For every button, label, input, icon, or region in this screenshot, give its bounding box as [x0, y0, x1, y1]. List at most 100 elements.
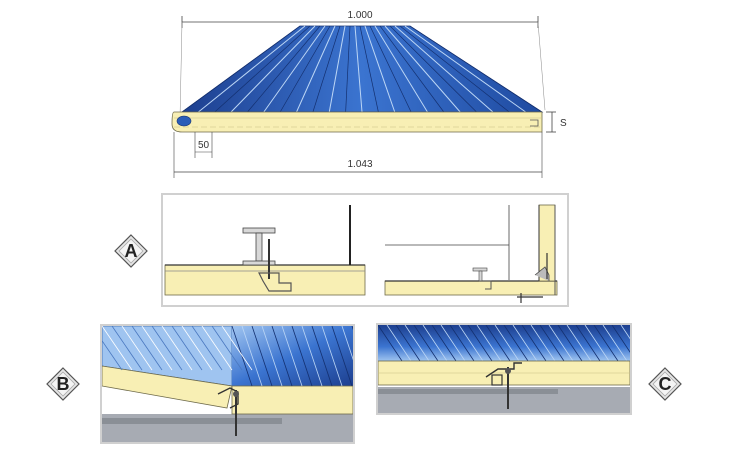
rib-line [241, 326, 263, 387]
rib-line [476, 325, 502, 362]
rib-line [279, 25, 331, 113]
thickness-label: S [560, 118, 567, 129]
rib-spacing-label: 50 [198, 140, 210, 151]
rib-line [296, 25, 336, 113]
panel-core [171, 111, 543, 133]
rib-line [521, 325, 547, 362]
rib-line [378, 325, 403, 362]
rib-line [399, 25, 510, 113]
detail-badge-b: B [46, 367, 80, 401]
rib-line [312, 25, 341, 113]
rib-line [369, 25, 412, 113]
detail-b-frame [100, 324, 355, 444]
rib-spacing-dimension: 50 [194, 132, 213, 158]
rib-line [328, 25, 346, 113]
rib-line [566, 325, 592, 362]
rib-line [221, 326, 253, 371]
rib-line [345, 25, 351, 113]
detail-c-ribs [378, 325, 630, 362]
rib-line [467, 325, 493, 362]
rib-line [449, 325, 475, 362]
rib-line [191, 326, 223, 371]
rib-line [341, 326, 353, 361]
badge-a-letter: A [125, 241, 138, 261]
rib-line [271, 326, 293, 387]
rib-line [251, 326, 273, 387]
rib-line [311, 326, 333, 387]
corrugated-sheet [180, 25, 544, 113]
rib-line [364, 25, 396, 113]
rib-line [384, 25, 461, 113]
rib-line [386, 325, 412, 362]
rib-line [201, 326, 233, 371]
rib-line [575, 325, 601, 362]
rib-line [141, 326, 173, 371]
rib-line [131, 326, 163, 371]
rib-line [602, 325, 628, 362]
rib-line [301, 326, 323, 387]
top-width-label: 1.000 [347, 10, 372, 21]
detail-badge-a: A [114, 234, 148, 268]
rib-line [394, 25, 494, 113]
rib-line [395, 325, 421, 362]
rib-line [389, 25, 477, 113]
detail-b-drawing [102, 326, 353, 442]
panel-overview-diagram: 1.000 S 50 1.043 [171, 10, 567, 178]
rib-line [331, 326, 353, 387]
rib-line [111, 326, 143, 371]
detail-c-drawing [378, 325, 630, 413]
rib-line [404, 25, 526, 113]
rib-line [102, 339, 123, 371]
rib-line [584, 325, 610, 362]
rib-line [512, 325, 538, 362]
detail-a-drawing [164, 204, 558, 303]
rib-line [494, 325, 520, 362]
rib-line [359, 25, 379, 113]
rib-line [409, 25, 543, 113]
rib-line [539, 325, 565, 362]
rib-line [171, 326, 203, 371]
rib-line [230, 25, 316, 113]
badge-b-letter: B [57, 374, 70, 394]
rib-line [440, 325, 466, 362]
rib-line [161, 326, 193, 371]
rib-line [214, 25, 311, 113]
rib-line [281, 326, 303, 387]
rib-line [102, 326, 133, 371]
rib-line [458, 325, 484, 362]
rib-line [354, 25, 363, 113]
thickness-dimension: S [546, 111, 567, 133]
rib-line [181, 326, 213, 371]
detail-a-frame [161, 193, 569, 307]
rib-line [379, 25, 445, 113]
rib-line [198, 25, 306, 113]
bottom-width-dimension: 1.043 [173, 132, 543, 178]
rib-line [413, 325, 439, 362]
rib-line [321, 326, 343, 387]
rib-line [121, 326, 153, 371]
detail-badge-c: C [648, 367, 682, 401]
badge-c-letter: C [659, 374, 672, 394]
rib-line [247, 25, 321, 113]
rib-line [485, 325, 511, 362]
rib-line [422, 325, 448, 362]
rib-line [374, 25, 428, 113]
rib-line [611, 325, 630, 353]
rib-line [431, 325, 457, 362]
rib-line [620, 325, 630, 340]
rib-line [503, 325, 529, 362]
rib-line [261, 326, 283, 387]
i-beam [242, 227, 276, 266]
rib-line [211, 326, 243, 371]
rib-line [548, 325, 574, 362]
top-width-dimension: 1.000 [179, 10, 546, 119]
detail-c-frame [376, 323, 632, 415]
rib-line [181, 25, 301, 113]
rib-line [263, 25, 326, 113]
rib-line [593, 325, 619, 362]
rib-line [291, 326, 313, 387]
sheet-ribs [181, 25, 543, 113]
detail-b-ribs [102, 326, 353, 387]
rib-line [151, 326, 183, 371]
rib-line [557, 325, 583, 362]
